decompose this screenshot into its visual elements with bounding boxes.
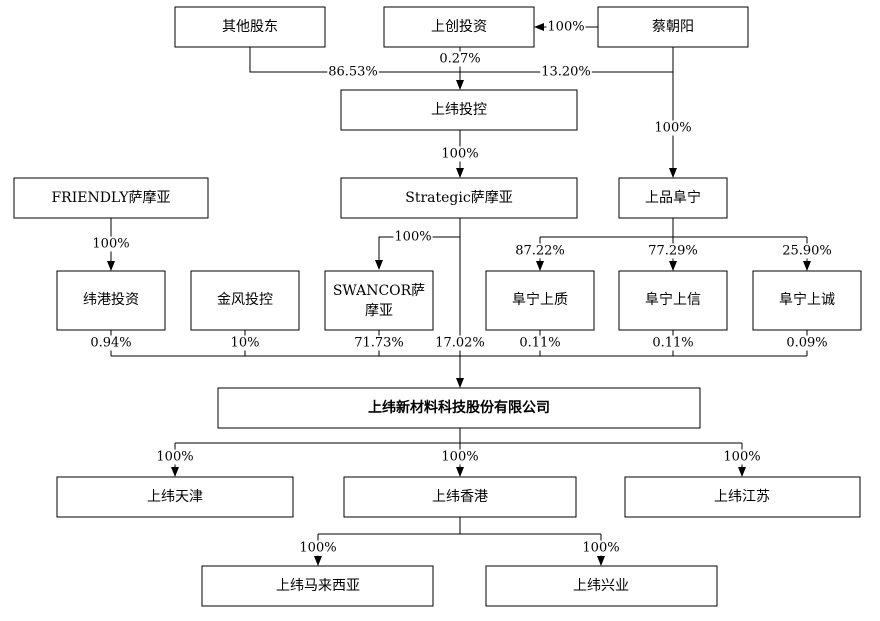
pct-jinfeng-company: 10% (231, 336, 260, 351)
svg-text:蔡朝阳: 蔡朝阳 (652, 19, 694, 35)
svg-text:阜宁上信: 阜宁上信 (645, 291, 701, 308)
svg-text:上纬天津: 上纬天津 (147, 489, 203, 505)
node-funing-shangzhi: 阜宁上质 (485, 270, 595, 331)
node-weigang: 纬港投资 (56, 270, 166, 331)
svg-text:SWANCOR萨: SWANCOR萨 (333, 283, 425, 299)
pct-company-tianjin: 100% (156, 450, 193, 465)
pct-shangpin-shangxin: 77.29% (648, 244, 698, 259)
svg-text:上纬江苏: 上纬江苏 (714, 489, 770, 505)
node-shangchuang: 上创投资 (383, 6, 535, 48)
label-backing (722, 449, 762, 465)
pct-shangxin-company: 0.11% (652, 336, 693, 351)
edge-hongkong-subsidiaries (314, 517, 605, 566)
node-malaysia: 上纬马来西亚 (201, 565, 434, 607)
node-friendly: FRIENDLY萨摩亚 (13, 177, 209, 219)
pct-chaoyang-shangpin: 100% (654, 121, 691, 136)
pct-hongkong-xingye: 100% (582, 541, 619, 556)
node-others: 其他股东 (174, 6, 326, 48)
pct-shangzhi-company: 0.11% (519, 336, 560, 351)
pct-weigang-company: 0.94% (90, 336, 131, 351)
svg-text:金风投控: 金风投控 (217, 292, 273, 308)
pct-chaoyang-holding: 13.20% (541, 65, 591, 80)
label-backing (229, 335, 261, 351)
pct-hongkong-malaysia: 100% (299, 541, 336, 556)
pct-shangpin-shangzhi: 87.22% (515, 244, 565, 259)
svg-text:阜宁上诚: 阜宁上诚 (779, 291, 835, 308)
label-backing (434, 335, 486, 351)
label-backing (440, 146, 480, 162)
label-backing (89, 335, 133, 351)
label-backing (653, 120, 693, 136)
node-funing-shangxin: 阜宁上信 (618, 270, 728, 331)
pct-company-hongkong: 100% (441, 450, 478, 465)
label-backing (540, 64, 592, 80)
node-shangpin: 上品阜宁 (618, 177, 728, 219)
svg-text:上纬投控: 上纬投控 (431, 102, 487, 118)
svg-text:上品阜宁: 上品阜宁 (645, 189, 701, 206)
node-jinfeng: 金风投控 (190, 270, 300, 331)
svg-text:阜宁上质: 阜宁上质 (512, 291, 568, 308)
label-backing (514, 243, 566, 259)
label-backing (546, 19, 586, 35)
pct-strategic-company: 17.02% (435, 336, 485, 351)
node-swancor: SWANCOR萨 摩亚 (324, 270, 434, 331)
node-strategic: Strategic萨摩亚 (340, 177, 578, 219)
pct-shangcheng-company: 0.09% (786, 336, 827, 351)
node-caichaoyang: 蔡朝阳 (597, 6, 749, 48)
pct-others-holding: 86.53% (328, 65, 378, 80)
label-backing (353, 335, 405, 351)
node-company: 上纬新材料科技股份有限公司 (217, 387, 701, 429)
pct-company-jiangsu: 100% (723, 450, 760, 465)
node-tianjin: 上纬天津 (56, 476, 294, 518)
svg-text:Strategic萨摩亚: Strategic萨摩亚 (405, 189, 512, 206)
node-hongkong: 上纬香港 (343, 476, 577, 518)
pct-swancor-company: 71.73% (354, 336, 404, 351)
label-backing (298, 540, 338, 556)
svg-text:上纬香港: 上纬香港 (432, 489, 488, 505)
label-backing (155, 449, 195, 465)
node-funing-shangcheng: 阜宁上诚 (752, 270, 862, 331)
svg-text:其他股东: 其他股东 (222, 19, 278, 35)
svg-text:纬港投资: 纬港投资 (83, 292, 139, 308)
svg-text:上纬新材料科技股份有限公司: 上纬新材料科技股份有限公司 (368, 399, 550, 416)
pct-friendly-weigang: 100% (92, 237, 129, 252)
svg-text:上创投资: 上创投资 (431, 19, 487, 35)
pct-shangchuang-holding: 0.27% (439, 52, 480, 67)
svg-text:上纬兴业: 上纬兴业 (573, 578, 629, 594)
label-backing (440, 449, 480, 465)
label-backing (393, 229, 433, 245)
label-backing (781, 243, 833, 259)
pct-shangpin-shangcheng: 25.90% (782, 244, 832, 259)
label-backing (651, 335, 695, 351)
svg-text:上纬马来西亚: 上纬马来西亚 (276, 578, 360, 594)
label-backing (785, 335, 829, 351)
pct-strategic-swancor: 100% (394, 230, 431, 245)
label-backing (518, 335, 562, 351)
label-backing (438, 51, 482, 67)
node-shangwei-holding: 上纬投控 (340, 89, 578, 131)
pct-chaoyang-shangchuang: 100% (547, 20, 584, 35)
label-backing (91, 236, 131, 252)
node-jiangsu: 上纬江苏 (624, 476, 861, 518)
node-xingye: 上纬兴业 (485, 565, 718, 607)
pct-holding-strategic: 100% (441, 147, 478, 162)
label-backing (327, 64, 379, 80)
label-backing (581, 540, 621, 556)
svg-text:摩亚: 摩亚 (365, 302, 393, 319)
svg-text:FRIENDLY萨摩亚: FRIENDLY萨摩亚 (51, 189, 170, 206)
label-backing (647, 243, 699, 259)
